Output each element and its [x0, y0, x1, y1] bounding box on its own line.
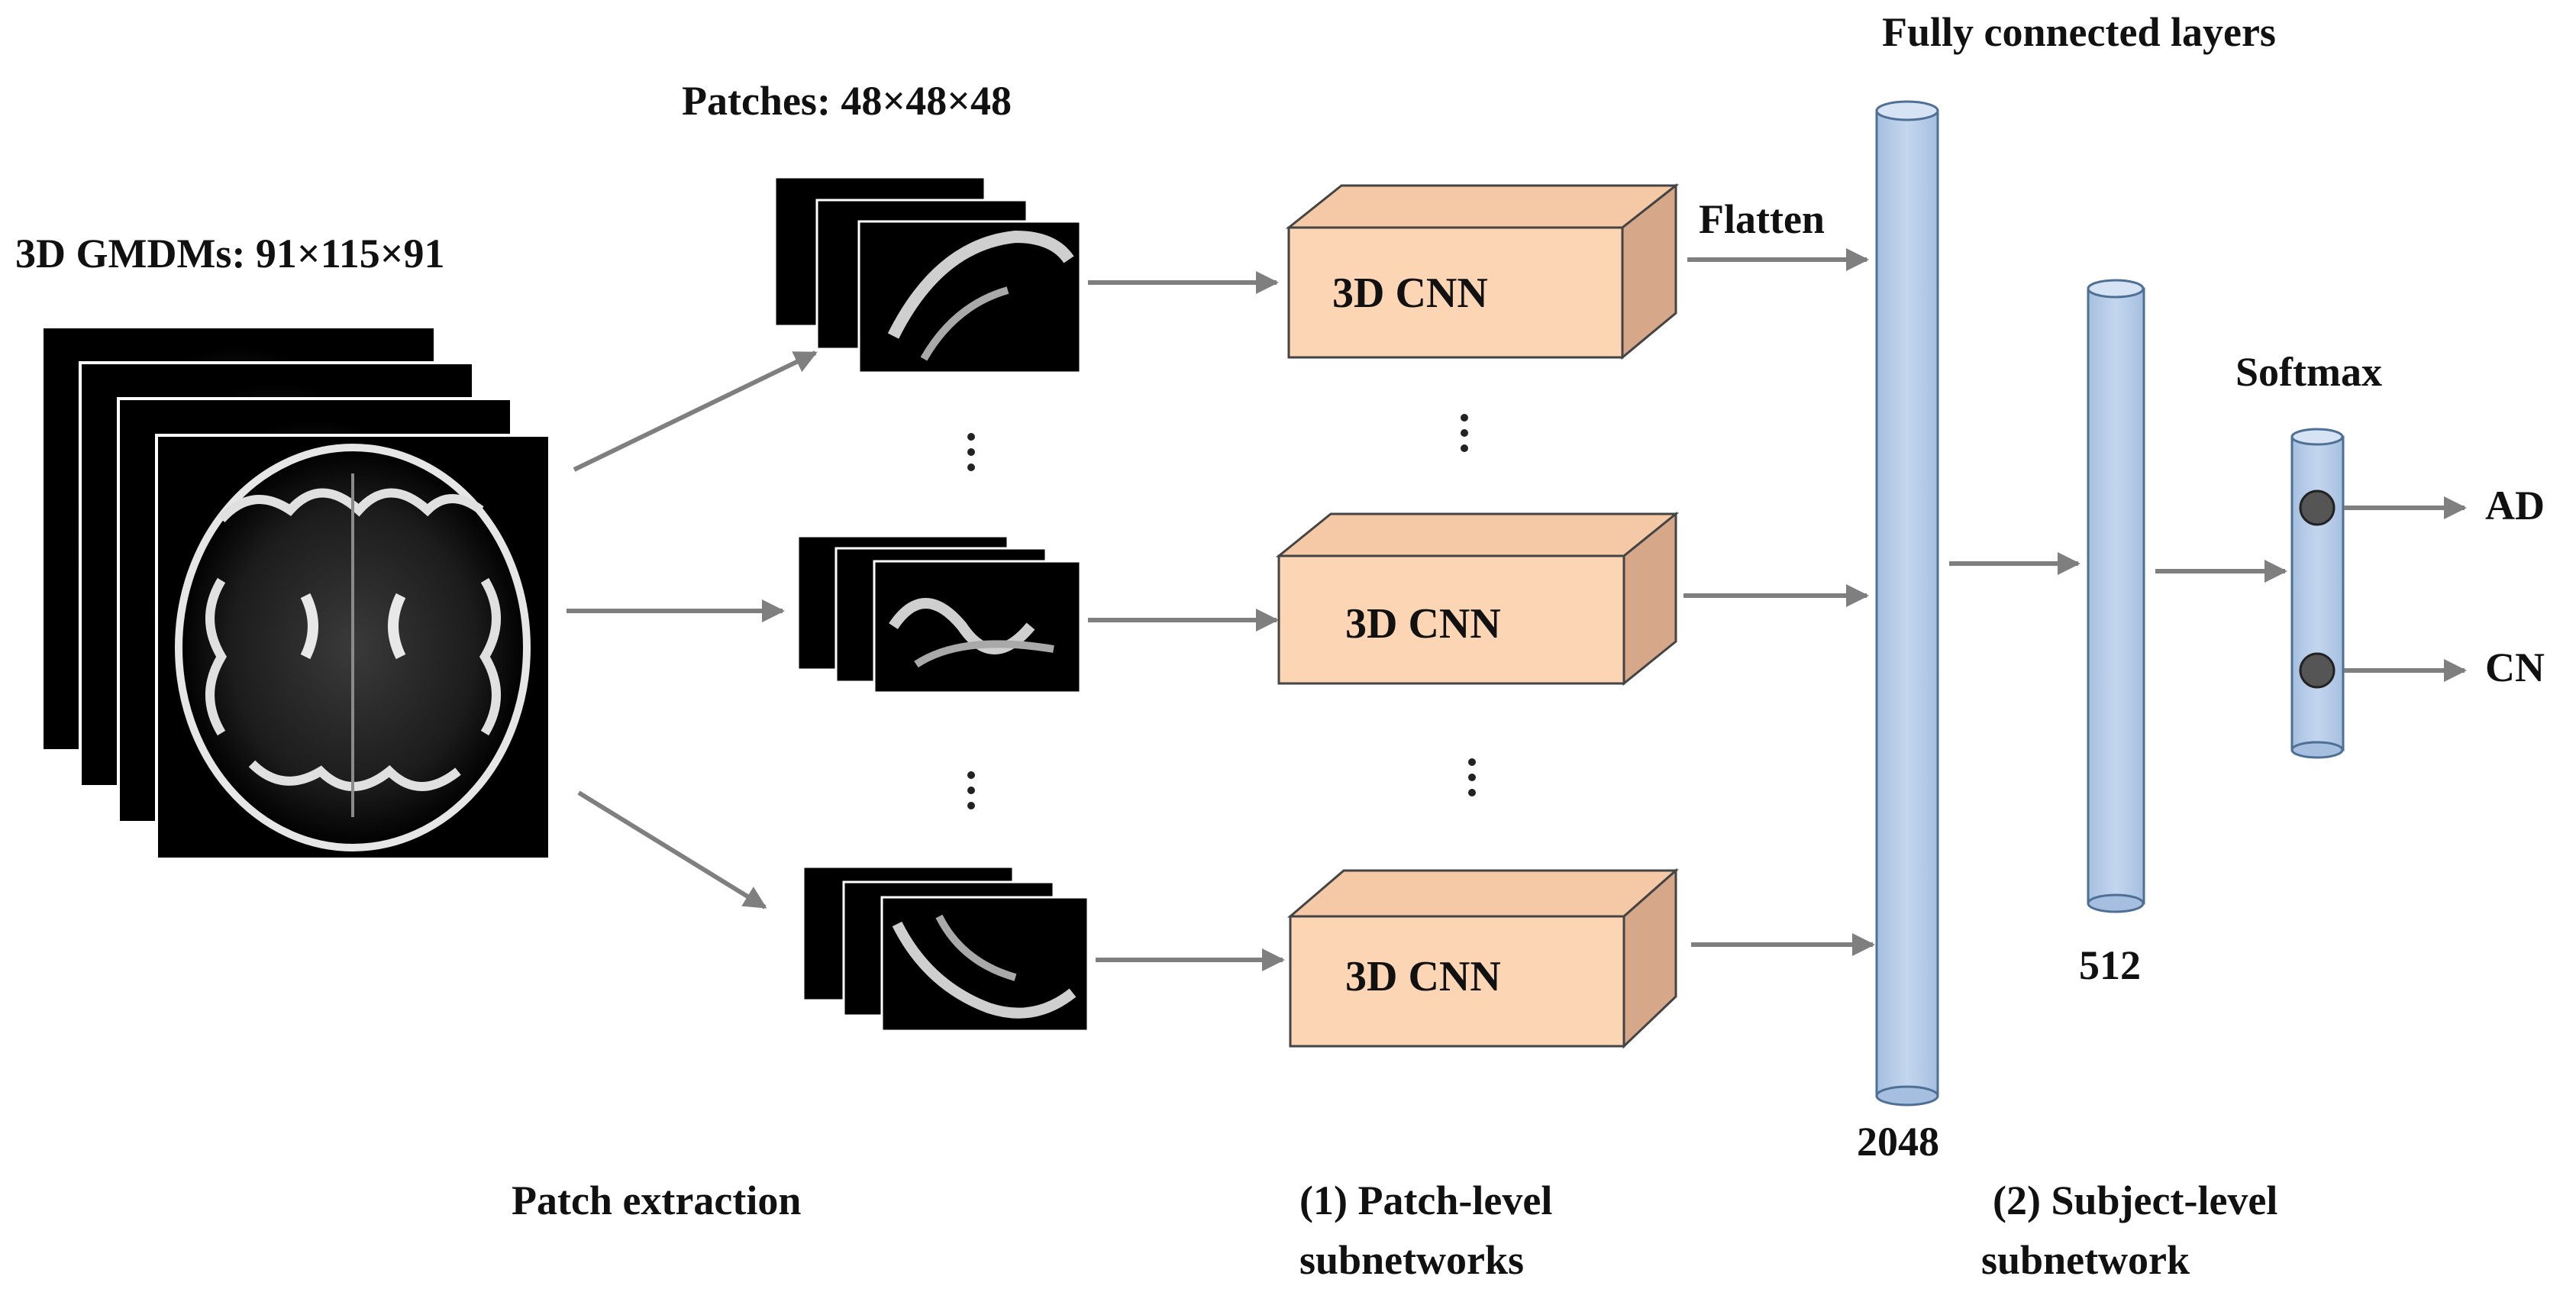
ellipsis-cnn-lower	[1468, 758, 1476, 796]
gmdm-size-label: 3D GMDMs: 91×115×91	[15, 231, 445, 276]
cnn-label: 3D CNN	[1345, 600, 1501, 648]
output-label-ad: AD	[2485, 483, 2545, 528]
cnn-block-bottom: 3D CNN	[1286, 867, 1679, 1049]
stage-subject-level-line1: (2) Subject-level	[1993, 1178, 2277, 1223]
cnn-label: 3D CNN	[1345, 953, 1501, 1000]
mri-volume-stack	[40, 325, 551, 861]
extraction-arrow-top	[573, 351, 818, 472]
fc1-size-label: 2048	[1857, 1119, 1939, 1165]
cnn-block-middle: 3D CNN	[1275, 511, 1680, 687]
ellipsis-cnn-upper	[1461, 414, 1468, 452]
fc-layers-label: Fully connected layers	[1882, 9, 2276, 55]
patch-stack-top	[773, 176, 1082, 374]
fc-layer-2048	[1875, 100, 1939, 1107]
stage-subject-level-line2: subnetwork	[1981, 1237, 2190, 1283]
cnn-label: 3D CNN	[1332, 270, 1488, 317]
fc2-size-label: 512	[2079, 942, 2141, 988]
softmax-label: Softmax	[2235, 349, 2382, 395]
fc-layer-512	[2087, 279, 2145, 913]
patch-stack-middle	[796, 535, 1082, 694]
cnn-block-top: 3D CNN	[1285, 183, 1680, 360]
output-label-cn: CN	[2485, 645, 2545, 690]
softmax-layer	[2290, 428, 2345, 759]
softmax-node-ad	[2299, 489, 2336, 526]
stage-patch-level-line1: (1) Patch-level	[1299, 1178, 1552, 1223]
mri-slice-front	[155, 434, 551, 861]
ellipsis-patches-upper	[967, 433, 975, 471]
flatten-label: Flatten	[1699, 196, 1825, 242]
stage-patch-extraction: Patch extraction	[512, 1178, 801, 1223]
patch-stack-bottom	[802, 865, 1089, 1032]
stage-patch-level-line2: subnetworks	[1299, 1237, 1524, 1283]
patch-size-label: Patches: 48×48×48	[682, 78, 1012, 124]
extraction-arrow-bottom	[577, 790, 767, 909]
ellipsis-patches-lower	[967, 771, 975, 809]
softmax-node-cn	[2299, 652, 2336, 689]
